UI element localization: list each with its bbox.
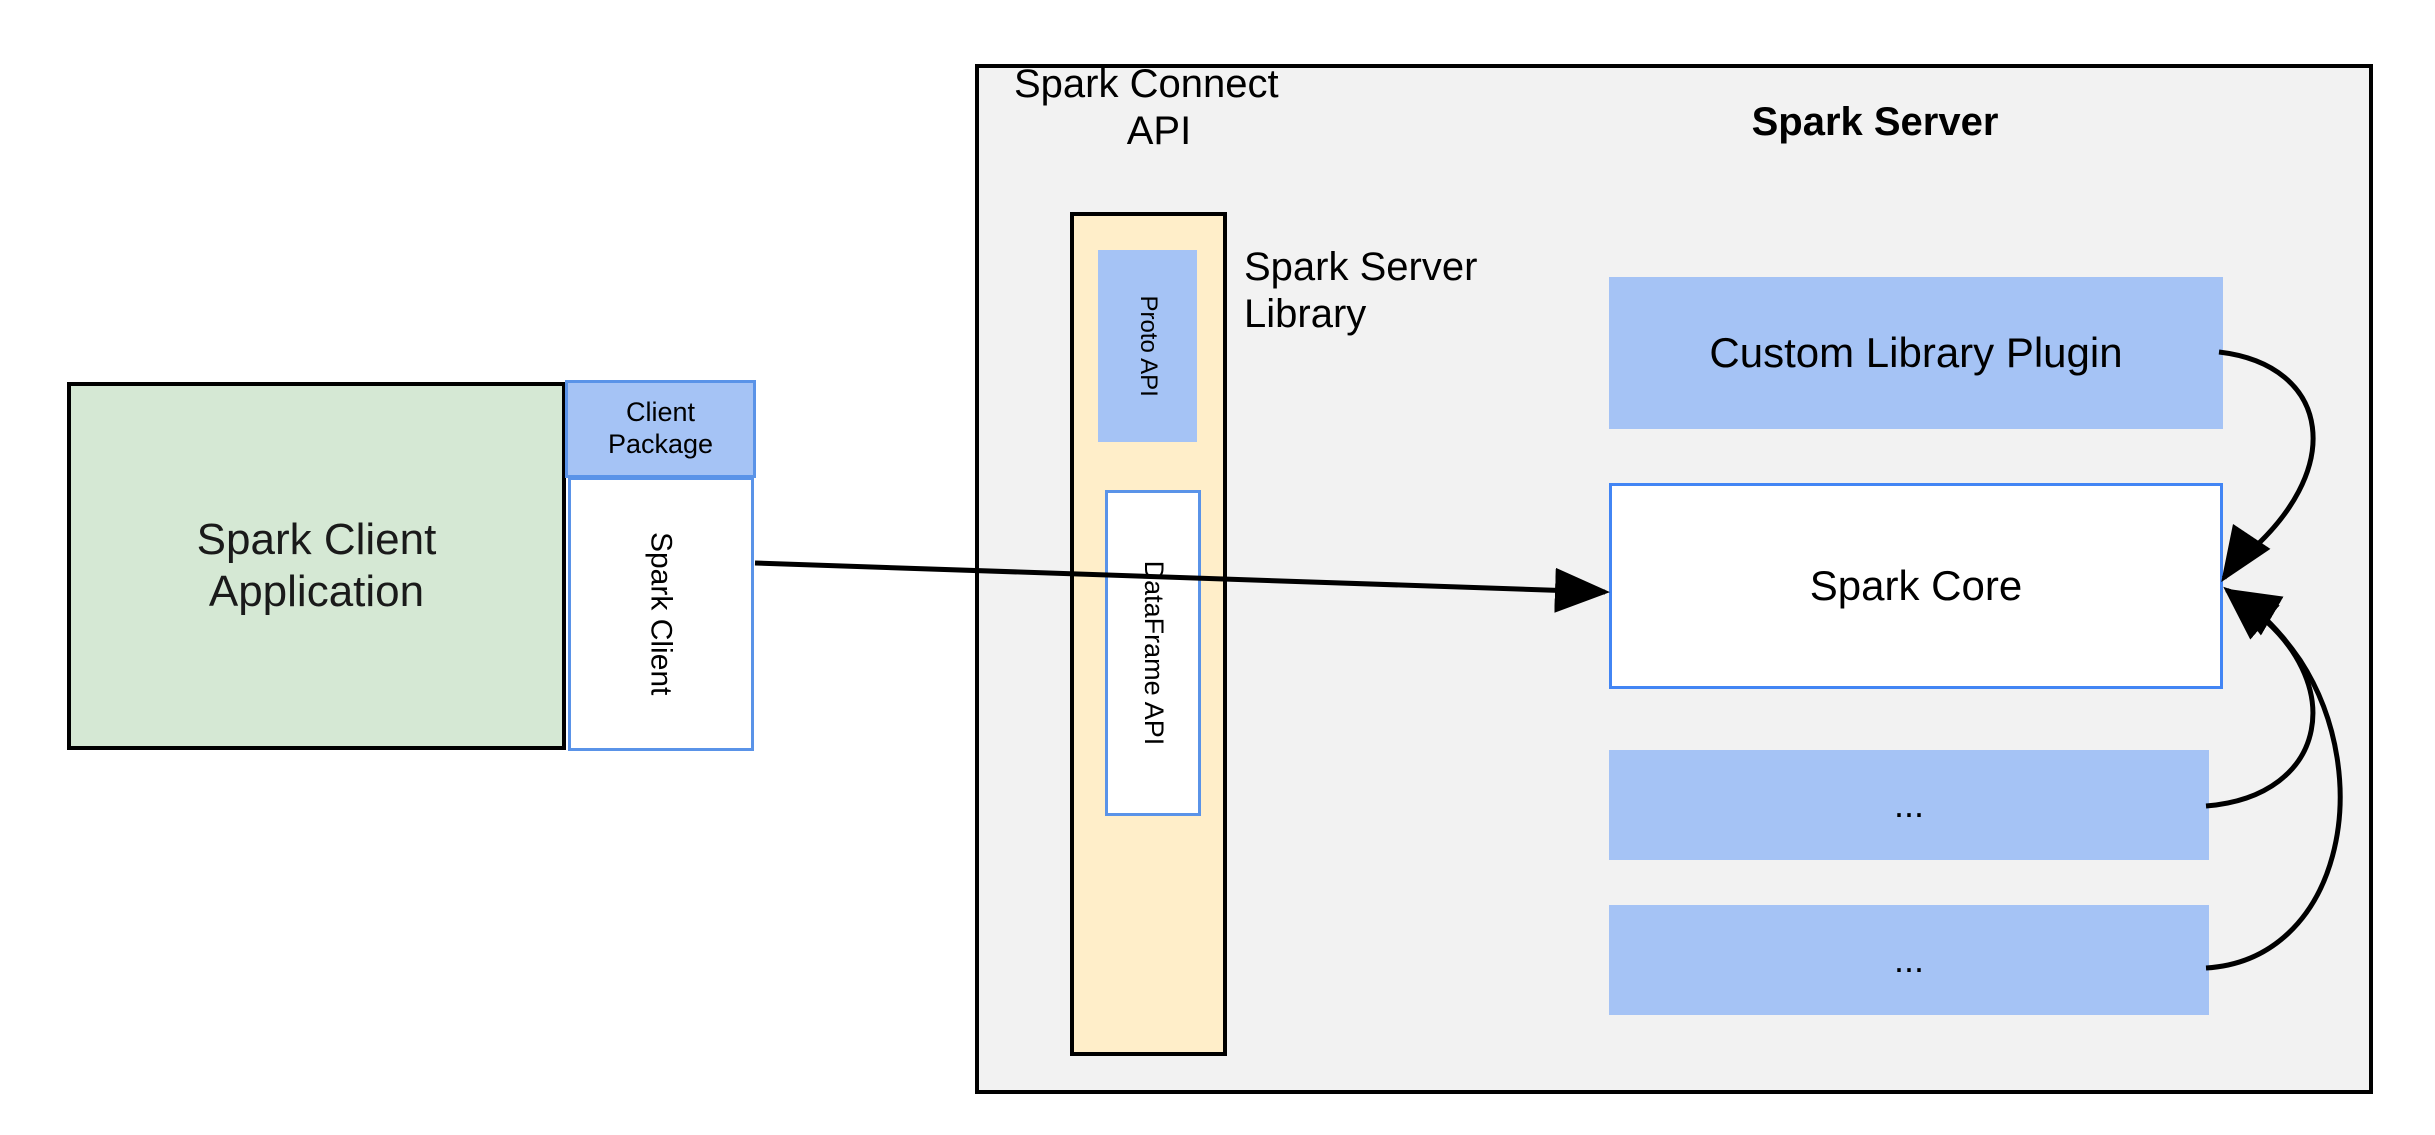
spark-core-box[interactable]: Spark Core bbox=[1609, 483, 2223, 689]
custom-library-plugin-label: Custom Library Plugin bbox=[1709, 329, 2123, 377]
proto-api-label: Proto API bbox=[1134, 295, 1162, 397]
spark-server-library-line1: Spark Server bbox=[1244, 244, 1478, 289]
client-package-line2: Package bbox=[607, 429, 714, 459]
ellipsis-1-label: ... bbox=[1893, 783, 1924, 825]
spark-client-label: Spark Client bbox=[644, 532, 678, 696]
spark-client-application-box[interactable]: Spark Client Application bbox=[67, 382, 566, 750]
spark-server-title: Spark Server bbox=[1751, 100, 1999, 145]
proto-api-box[interactable]: Proto API bbox=[1098, 250, 1197, 442]
spark-connect-api-line1: Spark Connect bbox=[1014, 61, 1279, 106]
spark-server-library-label: Spark Server Library bbox=[1244, 245, 1544, 337]
spark-client-box[interactable]: Spark Client bbox=[568, 477, 754, 751]
spark-connect-api-label: Spark Connect API bbox=[1014, 62, 1304, 154]
ellipsis-2-label: ... bbox=[1893, 938, 1924, 980]
spark-core-label: Spark Core bbox=[1809, 562, 2023, 610]
spark-connect-api-line2: API bbox=[1126, 109, 1192, 153]
server-component-ellipsis-2[interactable]: ... bbox=[1609, 905, 2209, 1015]
dataframe-api-label: DataFrame API bbox=[1138, 560, 1169, 746]
custom-library-plugin-box[interactable]: Custom Library Plugin bbox=[1609, 277, 2223, 429]
client-application-line1: Spark Client bbox=[196, 515, 437, 565]
server-component-ellipsis-1[interactable]: ... bbox=[1609, 750, 2209, 860]
spark-server-library-line2: Library bbox=[1244, 292, 1367, 336]
dataframe-api-box[interactable]: DataFrame API bbox=[1105, 490, 1201, 816]
client-package-line1: Client bbox=[625, 397, 695, 428]
client-package-box[interactable]: Client Package bbox=[565, 380, 756, 478]
client-application-line2: Application bbox=[208, 567, 425, 616]
